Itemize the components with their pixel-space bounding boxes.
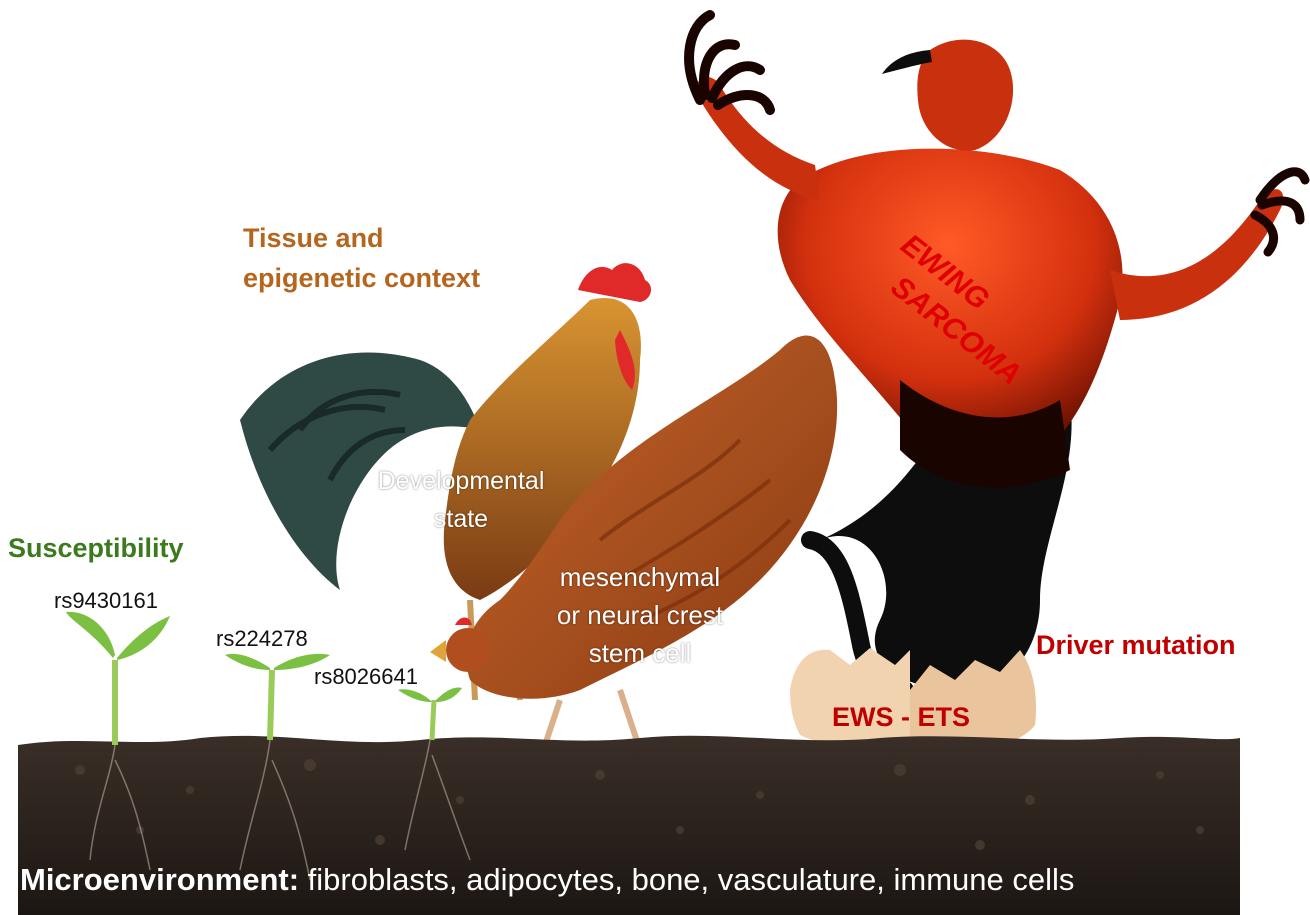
ews-ets-label: EWS - ETS — [832, 702, 970, 733]
stem-cell-label: mesenchymal or neural crest stem cell — [520, 558, 760, 672]
driver-mutation-label: Driver mutation — [1036, 630, 1236, 661]
microenvironment-key: Microenvironment: — [20, 862, 299, 897]
snp-label-2: rs224278 — [216, 626, 308, 652]
tissue-line-1: Tissue and — [243, 218, 480, 258]
stem-line-3: stem cell — [520, 634, 760, 672]
developmental-state-label: Developmental state — [346, 462, 576, 538]
developmental-line-1: Developmental — [346, 462, 576, 500]
snp-label-3: rs8026641 — [314, 664, 418, 690]
tissue-line-2: epigenetic context — [243, 258, 480, 298]
susceptibility-label: Susceptibility — [8, 533, 184, 564]
snp-label-1: rs9430161 — [54, 588, 158, 614]
developmental-line-2: state — [346, 500, 576, 538]
stem-line-2: or neural crest — [520, 596, 760, 634]
stem-line-1: mesenchymal — [520, 558, 760, 596]
tissue-context-label: Tissue and epigenetic context — [243, 218, 480, 298]
microenvironment-label: Microenvironment: fibroblasts, adipocyte… — [20, 862, 1074, 898]
microenvironment-items: fibroblasts, adipocytes, bone, vasculatu… — [299, 862, 1074, 897]
